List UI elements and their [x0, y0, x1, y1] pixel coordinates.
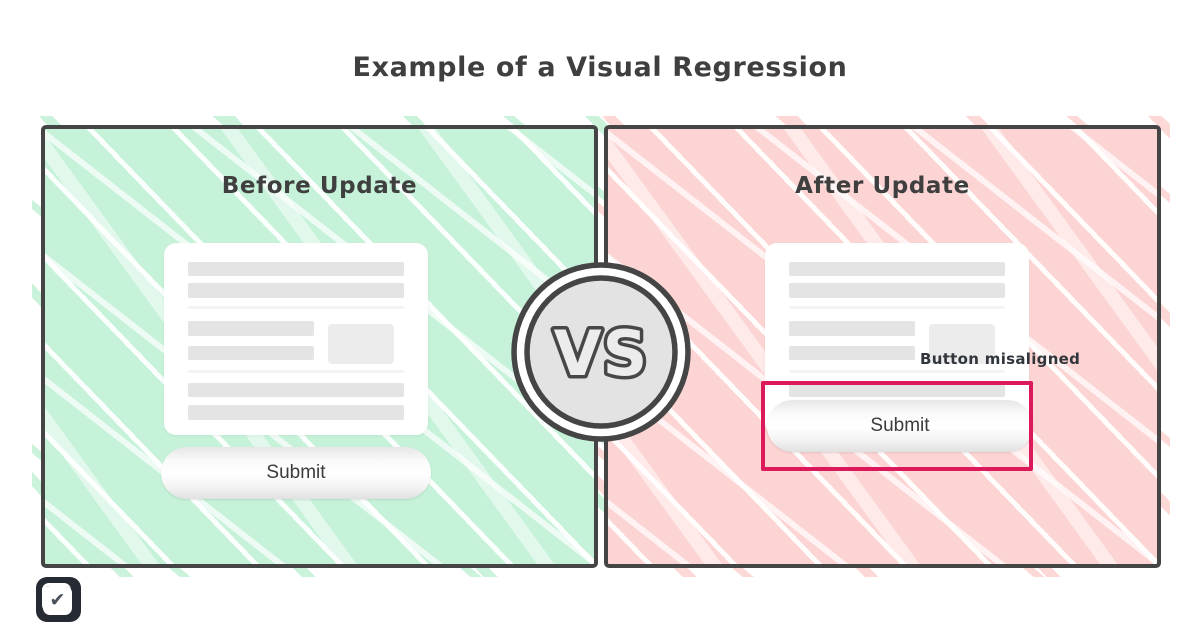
after-update-panel: After Update Submit Button misaligned: [595, 116, 1170, 577]
before-panel-background: Before Update Submit: [41, 125, 598, 568]
submit-button[interactable]: Submit: [161, 447, 431, 499]
vs-label: VS: [554, 317, 649, 390]
form-card-skeleton: [164, 243, 428, 435]
misalignment-highlight-box: [761, 381, 1033, 471]
skeleton-divider: [789, 370, 1005, 373]
before-update-panel: Before Update Submit: [32, 116, 607, 577]
before-panel-label: Before Update: [221, 173, 418, 199]
skeleton-line: [188, 383, 404, 397]
submit-button-label: Submit: [870, 415, 930, 436]
skeleton-line: [188, 405, 404, 420]
skeleton-line: [188, 283, 404, 298]
skeleton-line: [188, 321, 314, 336]
skeleton-box: [929, 324, 995, 364]
page-title: Example of a Visual Regression: [352, 52, 848, 83]
submit-button-misaligned[interactable]: Submit: [767, 400, 1033, 452]
submit-button-label: Submit: [266, 462, 326, 483]
skeleton-line: [188, 262, 404, 276]
skeleton-line: [789, 383, 1005, 397]
skeleton-divider: [188, 306, 404, 309]
skeleton-divider: [789, 306, 1005, 309]
skeleton-line: [789, 346, 915, 360]
skeleton-line: [789, 321, 915, 336]
after-panel-background: After Update Submit Button misaligned: [604, 125, 1161, 568]
misalignment-annotation: Button misaligned: [920, 350, 1081, 368]
skeleton-line: [789, 283, 1005, 298]
skeleton-line: [789, 262, 1005, 276]
skeleton-line: [188, 346, 314, 360]
brand-logo: ✔: [36, 577, 81, 622]
after-panel-label: After Update: [795, 173, 970, 199]
vs-inner-circle: [524, 275, 678, 429]
skeleton-divider: [188, 370, 404, 373]
skeleton-box: [328, 324, 394, 364]
vs-badge: VS: [505, 256, 697, 448]
checkbox-check-icon: ✔: [43, 586, 72, 615]
vs-badge-graphic: VS: [511, 262, 691, 442]
